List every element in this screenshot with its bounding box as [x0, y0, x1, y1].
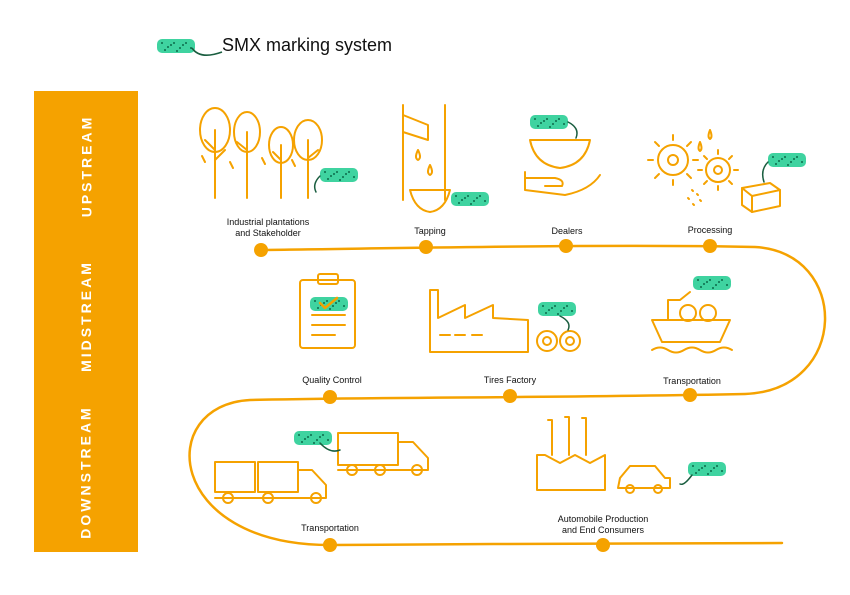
node-tires-factory	[503, 389, 517, 403]
tires-icon	[536, 330, 581, 352]
step-label-plantations: Industrial plantations and Stakeholder	[226, 217, 310, 238]
step-label-transportation-ship: Transportation	[663, 376, 721, 386]
step-label-automobile: Automobile Production and End Consumers	[557, 514, 649, 535]
step-label-transportation-truck: Transportation	[301, 523, 359, 533]
supply-chain-path	[188, 244, 827, 547]
truck-icon	[214, 432, 429, 504]
node-transportation-ship	[683, 388, 697, 402]
car-icon	[536, 416, 671, 494]
legend-label: SMX marking system	[222, 35, 393, 55]
stage-upstream: UPSTREAM	[78, 114, 94, 218]
trees-icon	[199, 107, 323, 199]
hand-bowl-icon	[524, 139, 601, 196]
stage-downstream: DOWNSTREAM	[78, 404, 94, 539]
node-dealers	[559, 239, 573, 253]
stage-sidebar: UPSTREAM MIDSTREAM DOWNSTREAM	[34, 91, 138, 552]
factory-icon	[429, 289, 529, 353]
step-label-processing: Processing	[687, 225, 733, 235]
step-label-tapping: Tapping	[414, 226, 446, 236]
clipboard-icon	[299, 273, 356, 349]
node-plantations	[254, 243, 268, 257]
node-transportation-truck	[323, 538, 337, 552]
step-label-tires-factory: Tires Factory	[483, 375, 537, 385]
step-label-dealers: Dealers	[551, 226, 583, 236]
node-tapping	[419, 240, 433, 254]
tapping-icon	[402, 104, 451, 213]
legend-marker-icon	[157, 39, 223, 56]
gears-icon	[647, 129, 739, 206]
ship-icon	[651, 291, 733, 354]
step-label-quality-control: Quality Control	[302, 375, 362, 385]
node-processing	[703, 239, 717, 253]
node-automobile	[596, 538, 610, 552]
box-icon	[741, 182, 781, 213]
stage-midstream: MIDSTREAM	[78, 260, 94, 372]
node-quality-control	[323, 390, 337, 404]
